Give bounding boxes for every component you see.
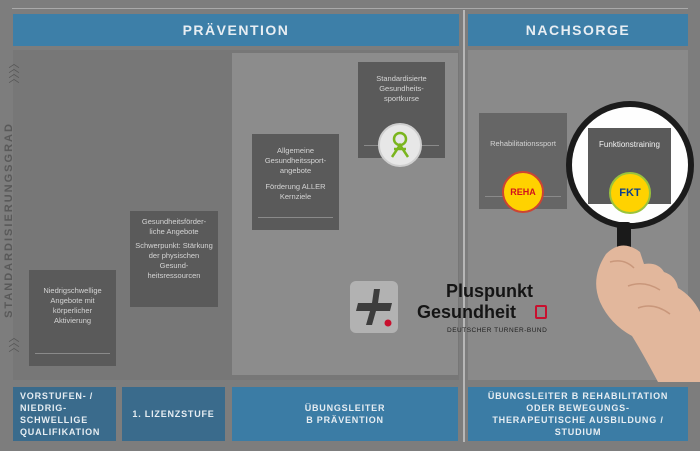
qualification-vorstufe: VORSTUFEN- / NIEDRIG-SCHWELLIGE QUALIFIK… bbox=[13, 387, 116, 441]
qualification-label: VORSTUFEN- / NIEDRIG-SCHWELLIGE QUALIFIK… bbox=[20, 391, 101, 437]
qualification-label: ÜBUNGSLEITER B PRÄVENTION bbox=[304, 403, 386, 425]
box-title: Allgemeine Gesundheitssport-angebote bbox=[264, 146, 327, 175]
box-text: Niedrigschwellige Angebote mit körperlic… bbox=[43, 286, 102, 325]
chevron-up-icon: ︿︿︿︿ bbox=[8, 58, 20, 85]
seal-label: REHA bbox=[510, 187, 536, 197]
header-nachsorge: NACHSORGE bbox=[468, 14, 688, 46]
seal-label: FKT bbox=[619, 187, 641, 199]
box-niedrigschwellige-angebote: Niedrigschwellige Angebote mit körperlic… bbox=[29, 270, 116, 366]
axis-label: STANDARDISIERUNGSGRAD bbox=[3, 122, 15, 318]
box-divider bbox=[35, 353, 110, 354]
pluspunkt-seal-icon bbox=[378, 123, 422, 167]
chevron-up-icon: ︿︿︿ bbox=[8, 332, 20, 354]
box-gesundheitsfoerderliche-angebote: Gesundheitsförder-liche Angebote Schwerp… bbox=[130, 211, 218, 307]
logo-subtitle: DEUTSCHER TURNER-BUND bbox=[447, 327, 548, 334]
qualification-uebungsleiter-reha: ÜBUNGSLEITER B REHABILITATION ODER BEWEG… bbox=[468, 387, 688, 441]
box-text: Rehabilitationssport bbox=[490, 139, 556, 148]
hand-icon bbox=[596, 245, 700, 382]
dtb-emblem-icon bbox=[535, 305, 547, 319]
top-rule bbox=[12, 8, 688, 9]
header-praevention: PRÄVENTION bbox=[13, 14, 459, 46]
qualification-label: 1. LIZENZSTUFE bbox=[132, 409, 215, 419]
box-text: Standardisierte Gesundheits-sportkurse bbox=[376, 74, 427, 103]
qualification-lizenzstufe: 1. LIZENZSTUFE bbox=[122, 387, 225, 441]
qualification-label: ÜBUNGSLEITER B REHABILITATION ODER BEWEG… bbox=[487, 391, 669, 437]
fkt-seal-icon: FKT bbox=[609, 172, 651, 214]
box-text: Schwerpunkt: Stärkung der physischen Ges… bbox=[135, 241, 213, 280]
qualification-uebungsleiter-praevention: ÜBUNGSLEITER B PRÄVENTION bbox=[232, 387, 458, 441]
box-text: Förderung ALLER Kernziele bbox=[265, 182, 326, 201]
box-title: Gesundheitsförder-liche Angebote bbox=[141, 217, 207, 236]
box-allgemeine-gesundheitssportangebote: Allgemeine Gesundheitssport-angebote För… bbox=[252, 134, 339, 230]
box-text: Funktionstraining bbox=[599, 140, 660, 149]
box-divider bbox=[258, 217, 333, 218]
logo-line-2: Gesundheit bbox=[417, 302, 517, 322]
dtb-plus-icon bbox=[350, 281, 398, 333]
logo-line-1: Pluspunkt bbox=[446, 281, 534, 301]
reha-seal-icon: REHA bbox=[502, 171, 544, 213]
section-divider bbox=[463, 10, 465, 442]
